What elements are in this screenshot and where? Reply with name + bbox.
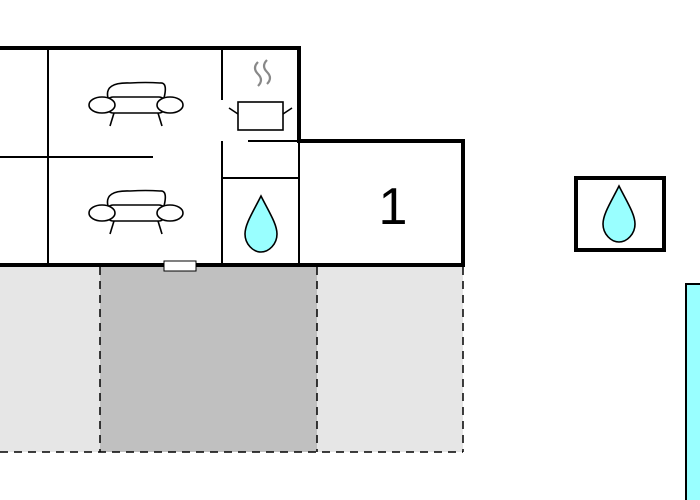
terrace	[0, 267, 464, 453]
bedroom-number-label: 1	[379, 178, 408, 236]
interior-walls	[0, 48, 300, 265]
pool	[685, 283, 700, 500]
outbuilding	[574, 176, 666, 252]
bathroom-room	[244, 195, 278, 253]
cooking-pot-icon	[228, 59, 293, 131]
water-drop-icon	[244, 195, 278, 253]
living-upper-room	[88, 81, 184, 127]
sofa-icon	[88, 189, 184, 235]
outer-walls	[0, 46, 465, 267]
bedroom-room: 1	[379, 178, 408, 236]
kitchen-room	[228, 59, 293, 131]
sofa-icon	[88, 81, 184, 127]
living-lower-room	[88, 189, 184, 235]
entrance-door	[163, 260, 197, 272]
